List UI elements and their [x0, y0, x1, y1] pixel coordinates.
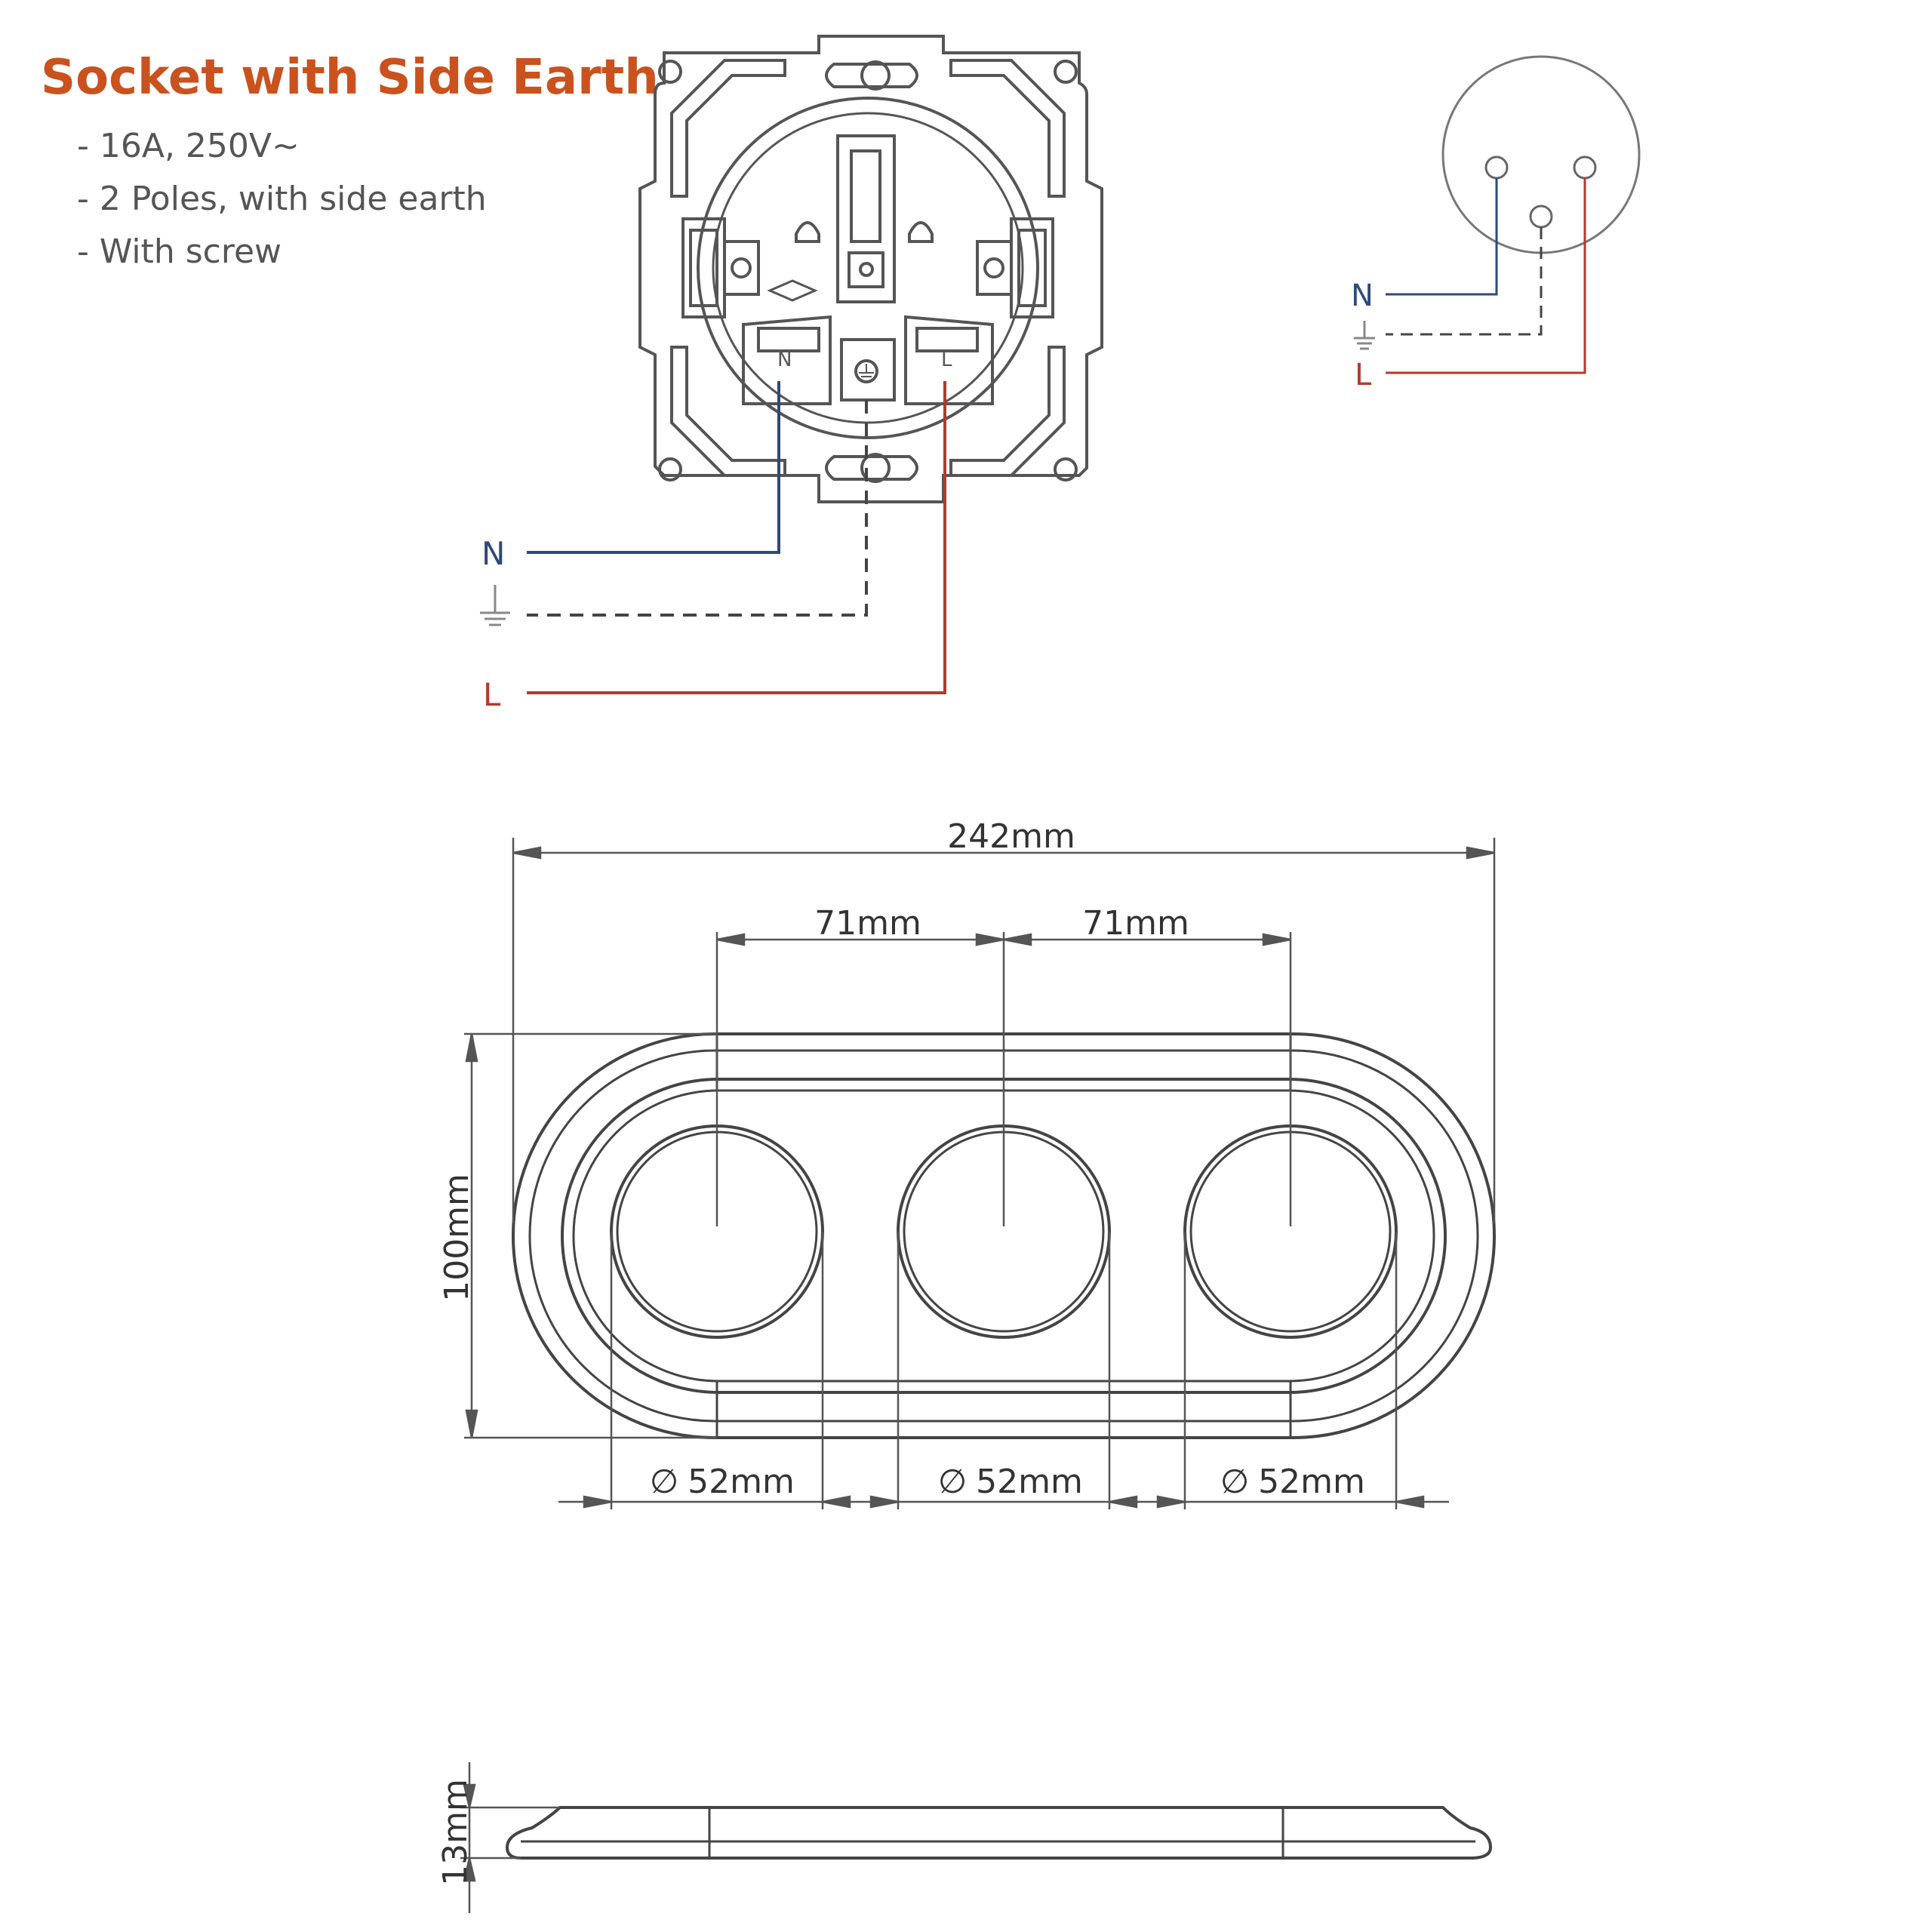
dim-height: 100mm [438, 1174, 476, 1302]
corner-slot-tl [670, 59, 786, 198]
dim-spacing-right: 71mm [1082, 904, 1189, 943]
terminal-block-neutral [742, 315, 832, 405]
frame-side-view [505, 1806, 1493, 1860]
schematic-label-neutral: N [1351, 278, 1374, 313]
schematic-wire-earth [1386, 227, 1543, 336]
mounting-plate [638, 35, 1103, 503]
earth-contact-block [836, 134, 896, 303]
socket-schematic [1386, 55, 1641, 374]
pin-contact-left [723, 240, 760, 296]
dim-overall-width: 242mm [947, 817, 1075, 856]
page-title: Socket with Side Earth [41, 50, 659, 106]
dim-spacing-left: 71mm [814, 904, 921, 943]
dimension-lines [464, 838, 1496, 1509]
earth-terminal-icon [854, 359, 878, 383]
dim-hole-diameter-3: 52mm [1258, 1463, 1365, 1501]
dim-depth: 13mm [436, 1779, 475, 1886]
terminal-label-neutral: N [777, 349, 792, 371]
keyhole-slot-bottom [825, 455, 918, 481]
corner-slot-bl [670, 346, 786, 477]
diameter-symbol-3: ∅ [1220, 1463, 1249, 1501]
wire-earth [527, 400, 868, 617]
socket-mechanism-drawing [638, 35, 1103, 503]
dim-depth-lines [460, 1762, 560, 1913]
wire-live [527, 381, 946, 694]
terminal-label-live: L [941, 349, 952, 371]
frame-profile [505, 1806, 1493, 1860]
wire-label-live: L [483, 676, 501, 713]
socket-housing [697, 97, 1039, 439]
spec-rating: - 16A, 250V~ [77, 127, 300, 165]
schematic-label-live: L [1355, 358, 1372, 392]
wire-label-neutral: N [481, 535, 505, 572]
earth-ground-icon [480, 585, 510, 626]
schematic-ground-icon [1354, 321, 1375, 350]
cert-mark-icon [767, 279, 818, 302]
diameter-symbol-2: ∅ [938, 1463, 967, 1501]
schematic-wire-neutral [1386, 178, 1498, 296]
corner-slot-br [949, 346, 1066, 477]
dim-hole-diameter-1: 52mm [688, 1463, 795, 1501]
spec-screw: - With screw [77, 232, 282, 271]
schematic-wire-live [1386, 178, 1586, 374]
plate-hole-tl [658, 60, 682, 84]
terminal-block-live [904, 315, 994, 405]
corner-slot-tr [949, 59, 1066, 198]
pin-contact-right [976, 240, 1013, 296]
terminal-block-earth [840, 338, 896, 401]
dim-hole-diameter-2: 52mm [976, 1463, 1083, 1501]
plate-hole-bl [658, 457, 682, 481]
spec-poles: - 2 Poles, with side earth [77, 180, 487, 218]
plate-hole-tr [1054, 60, 1078, 84]
schematic-socket-face [1441, 55, 1641, 254]
keyhole-slot-top [825, 63, 918, 88]
plate-hole-br [1054, 457, 1078, 481]
wire-neutral [527, 381, 780, 554]
diameter-symbol-1: ∅ [650, 1463, 678, 1501]
